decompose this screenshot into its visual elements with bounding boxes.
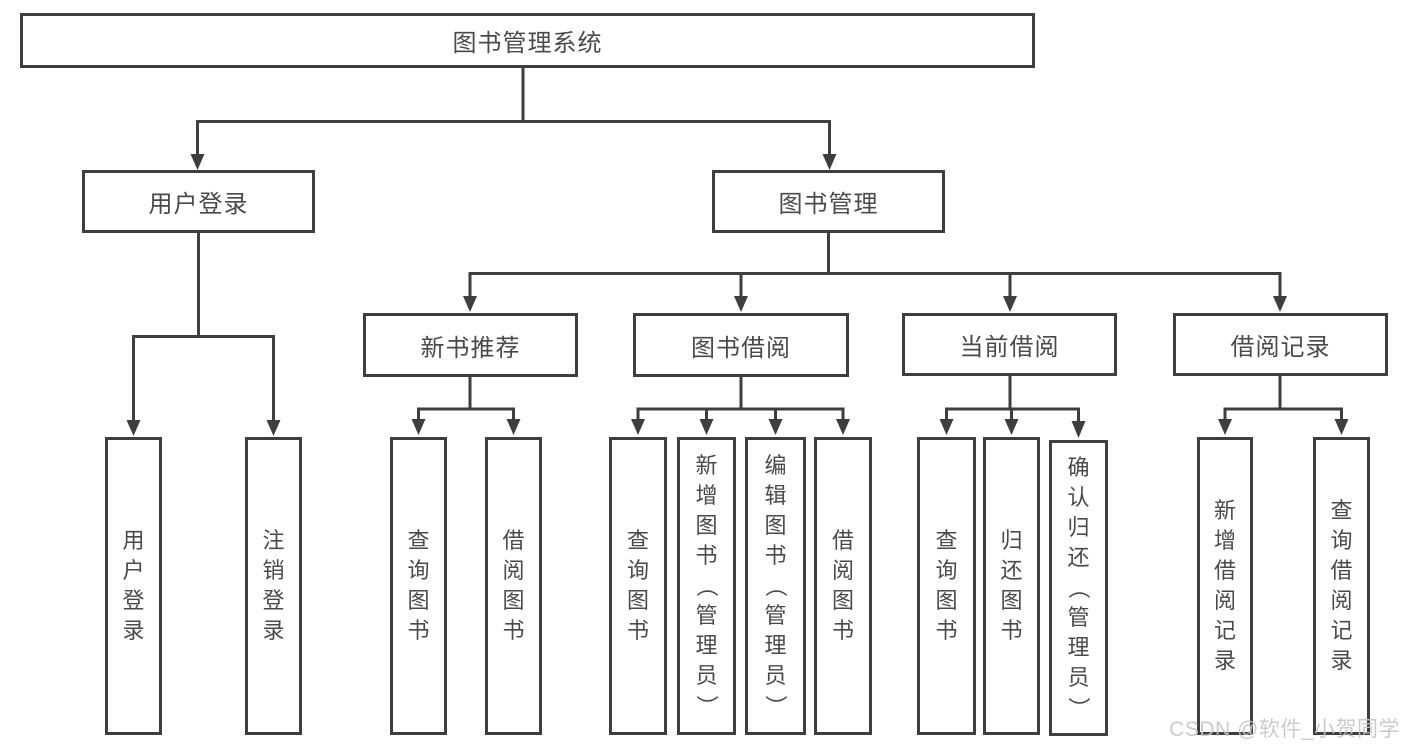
arrow-to-user-login (190, 154, 205, 170)
arrowheads (126, 154, 1349, 438)
node-leaf-user-login: 用户登录 (105, 437, 162, 735)
connector-bookborrow-to-leaves (636, 377, 845, 421)
node-leaf-query-book-2: 查询图书 (609, 437, 667, 735)
node-leaf-confirm-return-admin: 确认归还（管理员） (1049, 440, 1108, 736)
connector-newbookrec-to-leaves (417, 377, 515, 421)
connector-root-to-level2 (196, 68, 831, 156)
node-book-borrowing: 图书借阅 (633, 313, 849, 377)
watermark: CSDN @软件_小贺同学 (1169, 718, 1400, 741)
arrow-to-leaf-confirm-return (1071, 421, 1086, 438)
node-current-borrowing: 当前借阅 (902, 313, 1117, 376)
node-leaf-borrow-book-1: 借阅图书 (485, 437, 542, 735)
arrow-to-new-book-rec (463, 296, 477, 312)
arrow-to-leaf-query-record (1334, 419, 1349, 435)
node-leaf-return-book: 归还图书 (983, 437, 1040, 735)
arrow-to-leaf-query-book-2 (631, 419, 645, 435)
node-book-management: 图书管理 (712, 170, 945, 233)
node-leaf-borrow-book-2: 借阅图书 (814, 437, 872, 735)
arrow-to-leaf-query-book-1 (411, 419, 426, 435)
node-leaf-edit-book-admin: 编辑图书（管理员） (745, 437, 806, 735)
node-leaf-add-book-admin: 新增图书（管理员） (677, 437, 736, 735)
node-leaf-query-book-1: 查询图书 (390, 437, 447, 735)
node-leaf-query-borrow-record: 查询借阅记录 (1313, 437, 1370, 735)
connector-currentborrow-to-leaves (945, 376, 1080, 421)
node-leaf-add-borrow-record: 新增借阅记录 (1197, 437, 1253, 735)
node-user-login: 用户登录 (82, 170, 315, 233)
node-leaf-logout: 注销登录 (245, 437, 302, 735)
arrow-to-leaf-edit-book (768, 419, 783, 435)
arrow-to-current-borrow (1003, 296, 1017, 312)
node-new-book-recommendation: 新书推荐 (363, 313, 578, 377)
arrow-to-leaf-logout (266, 420, 281, 436)
arrow-to-leaf-user-login (126, 420, 141, 436)
arrow-to-leaf-add-record (1218, 419, 1232, 435)
node-library-system: 图书管理系统 (20, 13, 1035, 68)
node-borrowing-records: 借阅记录 (1173, 313, 1388, 376)
connector-bookmgmt-to-level3 (468, 233, 1282, 297)
connector-borrowrecord-to-leaves (1223, 376, 1343, 421)
arrow-to-leaf-query-book-3 (939, 419, 954, 435)
arrow-to-book-borrow (734, 296, 748, 312)
node-leaf-query-book-3: 查询图书 (917, 437, 976, 735)
arrow-to-leaf-return-book (1004, 419, 1019, 435)
arrow-to-book-mgmt (822, 154, 837, 170)
connector-userlogin-to-leaves (132, 233, 275, 422)
arrow-to-borrow-record (1273, 296, 1287, 312)
arrow-to-leaf-borrow-book-2 (836, 419, 850, 435)
arrow-to-leaf-add-book (699, 419, 714, 435)
arrow-to-leaf-borrow-book-1 (506, 419, 521, 435)
